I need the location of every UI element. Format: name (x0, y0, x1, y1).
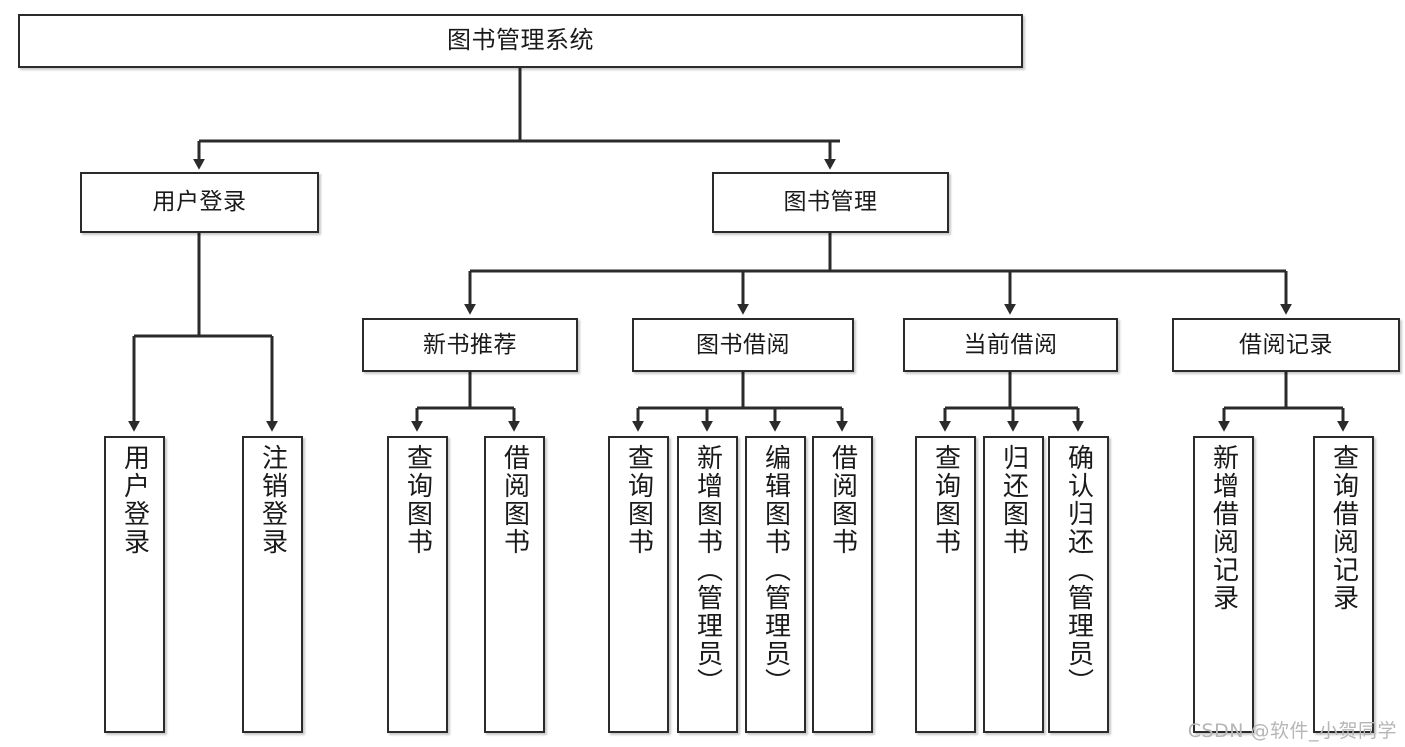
node-leaf-query-book-3[interactable]: 查询图书 (915, 436, 976, 733)
node-leaf-add-record[interactable]: 新增借阅记录 (1193, 436, 1254, 733)
node-leaf-query-book-2[interactable]: 查询图书 (608, 436, 669, 733)
node-leaf-borrow-book-2-label: 借阅图书 (827, 444, 858, 556)
node-current-borrow[interactable]: 当前借阅 (903, 318, 1118, 372)
node-leaf-user-login[interactable]: 用户登录 (104, 436, 165, 733)
node-leaf-add-record-label: 新增借阅记录 (1208, 444, 1239, 612)
node-leaf-borrow-book-1[interactable]: 借阅图书 (484, 436, 545, 733)
node-leaf-logout-label: 注销登录 (257, 444, 288, 556)
node-leaf-return-book-label: 归还图书 (998, 444, 1029, 556)
node-leaf-edit-book-label: 编辑图书（管理员） (760, 444, 791, 696)
node-leaf-user-login-label: 用户登录 (119, 444, 150, 556)
node-book-borrow-label: 图书借阅 (696, 331, 790, 358)
node-root[interactable]: 图书管理系统 (18, 14, 1023, 68)
watermark: CSDN @软件_小贺同学 (1187, 720, 1397, 742)
node-leaf-return-book[interactable]: 归还图书 (983, 436, 1044, 733)
node-current-borrow-label: 当前借阅 (963, 331, 1058, 358)
node-leaf-logout[interactable]: 注销登录 (242, 436, 303, 733)
node-leaf-borrow-book-1-label: 借阅图书 (499, 444, 530, 556)
node-root-label: 图书管理系统 (447, 26, 594, 55)
node-user-login[interactable]: 用户登录 (80, 172, 319, 233)
node-leaf-confirm-return[interactable]: 确认归还（管理员） (1048, 436, 1109, 733)
node-leaf-query-book-1[interactable]: 查询图书 (387, 436, 448, 733)
node-new-book-rec[interactable]: 新书推荐 (362, 318, 578, 372)
node-leaf-add-book[interactable]: 新增图书（管理员） (677, 436, 738, 733)
node-leaf-query-record[interactable]: 查询借阅记录 (1313, 436, 1374, 733)
node-leaf-query-book-1-label: 查询图书 (402, 444, 433, 556)
node-borrow-record[interactable]: 借阅记录 (1172, 318, 1400, 372)
node-book-borrow[interactable]: 图书借阅 (632, 318, 854, 372)
node-borrow-record-label: 借阅记录 (1239, 331, 1333, 358)
node-leaf-confirm-return-label: 确认归还（管理员） (1063, 444, 1094, 696)
node-new-book-rec-label: 新书推荐 (423, 331, 517, 358)
node-leaf-query-book-3-label: 查询图书 (930, 444, 961, 556)
node-leaf-borrow-book-2[interactable]: 借阅图书 (812, 436, 873, 733)
node-user-login-label: 用户登录 (152, 189, 247, 216)
node-book-manage-label: 图书管理 (783, 189, 878, 216)
node-leaf-add-book-label: 新增图书（管理员） (692, 444, 723, 696)
node-leaf-query-book-2-label: 查询图书 (623, 444, 654, 556)
node-leaf-query-record-label: 查询借阅记录 (1328, 444, 1359, 612)
node-leaf-edit-book[interactable]: 编辑图书（管理员） (745, 436, 806, 733)
node-book-manage[interactable]: 图书管理 (712, 172, 949, 233)
